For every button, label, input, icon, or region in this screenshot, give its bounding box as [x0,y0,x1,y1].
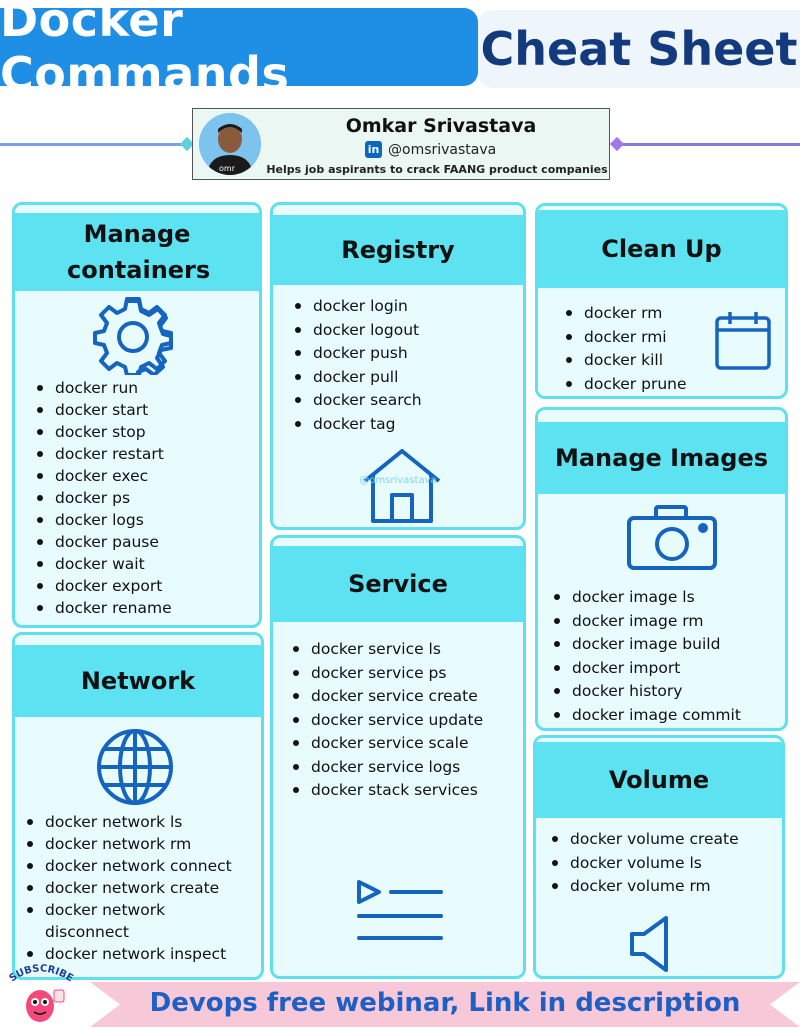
list-item: docker ps [35,487,172,509]
list-item: docker network connect [25,855,257,877]
card-title: Volume [608,766,710,794]
command-list: docker image ls docker image rm docker i… [552,586,741,727]
list-item: docker exec [35,465,172,487]
speaker-icon [628,914,670,976]
command-list: docker login docker logout docker push d… [293,295,422,436]
card-header: Registry [273,215,523,285]
card-header: Manage containers [15,213,259,291]
card-title: Network [80,667,196,695]
list-item: docker image build [552,633,741,657]
list-item: docker service create [291,685,483,709]
list-item: docker rename [35,597,172,619]
list-item: docker run [35,377,172,399]
gear-icon [93,295,173,382]
list-item: docker export [35,575,172,597]
list-item: docker start [35,399,172,421]
author-card: omr Omkar Srivastava in @omsrivastava He… [192,108,610,180]
card-header: Volume [536,742,782,818]
avatar: omr [199,113,261,175]
page-subtitle: Cheat Sheet [480,22,798,76]
list-item: docker rmi [564,326,687,350]
subscribe-label: SUBSCRIBE [7,963,75,984]
subtitle-banner: Cheat Sheet [478,10,800,88]
list-item: docker stop [35,421,172,443]
card-title: Service [348,570,448,598]
list-item: docker kill [564,349,687,373]
card-title: Manage Images [554,444,769,472]
command-list: docker rm docker rmi docker kill docker … [564,302,687,396]
footer-text: Devops free webinar, Link in description [149,988,741,1018]
list-item: docker network ls [25,811,257,833]
list-item: docker network inspect [25,943,257,965]
list-item: docker stack services [291,779,483,803]
list-item: docker tag [293,413,422,437]
list-item: docker pull [293,366,422,390]
list-item: docker network create [25,877,257,899]
card-header: Network [15,645,261,717]
list-item: docker volume rm [550,875,739,899]
card-title: Clean Up [601,235,722,263]
divider-right [616,143,800,146]
list-item: docker import [552,657,741,681]
svg-text:SUBSCRIBE: SUBSCRIBE [7,963,75,984]
list-item: docker image ls [552,586,741,610]
card-manage-images: Manage Images docker image ls docker ima… [535,407,788,731]
card-network: Network docker network ls docker network… [12,632,264,980]
card-manage-containers: Manage containers docker run docker star… [12,202,262,628]
linkedin-icon: in [365,141,382,158]
card-volume: Volume docker volume create docker volum… [533,735,785,979]
author-handle-row[interactable]: in @omsrivastava [365,141,496,158]
divider-left [0,143,188,146]
page-title: Docker Commands [0,0,290,101]
card-header: Manage Images [538,422,785,494]
author-handle: @omsrivastava [388,141,497,158]
list-item: docker pause [35,531,172,553]
list-item: docker service ls [291,638,483,662]
card-clean-up: Clean Up docker rm docker rmi docker kil… [535,203,788,399]
svg-text:omr: omr [219,164,236,173]
card-header: Service [273,546,523,622]
watermark: @omsrivastava [359,475,437,486]
command-list: docker service ls docker service ps dock… [291,638,483,803]
divider-diamond-right [609,136,625,152]
footer-banner[interactable]: Devops free webinar, Link in description [90,980,800,1029]
list-item: docker service scale [291,732,483,756]
author-tagline: Helps job aspirants to crack FAANG produ… [266,163,608,176]
command-list: docker volume create docker volume ls do… [550,828,739,899]
list-item: docker login [293,295,422,319]
calendar-icon [714,310,772,376]
list-item: docker image commit [552,704,741,728]
list-item: docker history [552,680,741,704]
list-item: docker service update [291,709,483,733]
globe-icon [95,727,175,811]
list-item: docker service logs [291,756,483,780]
house-icon [361,447,443,527]
command-list: docker run docker start docker stop dock… [35,377,172,619]
command-list: docker network ls docker network rm dock… [25,811,257,965]
list-item: docker network disconnect [25,899,185,943]
list-item: docker image rm [552,610,741,634]
list-item: docker logs [35,509,172,531]
author-name: Omkar Srivastava [345,115,537,137]
list-item: docker service ps [291,662,483,686]
camera-icon [626,504,718,576]
playlist-icon [355,878,445,948]
card-title: Manage containers [67,220,211,284]
card-title: Registry [341,236,455,264]
card-service: Service docker service ls docker service… [270,535,526,979]
list-item: docker wait [35,553,172,575]
title-banner: Docker Commands [0,0,478,101]
list-item: docker network rm [25,833,257,855]
list-item: docker logout [293,319,422,343]
list-item: docker volume create [550,828,739,852]
card-header: Clean Up [538,210,785,288]
list-item: docker search [293,389,422,413]
list-item: docker restart [35,443,172,465]
list-item: docker push [293,342,422,366]
list-item: docker rm [564,302,687,326]
list-item: docker prune [564,373,687,397]
list-item: docker volume ls [550,852,739,876]
card-registry: Registry docker login docker logout dock… [270,202,526,530]
subscribe-badge[interactable]: SUBSCRIBE [6,960,76,1026]
